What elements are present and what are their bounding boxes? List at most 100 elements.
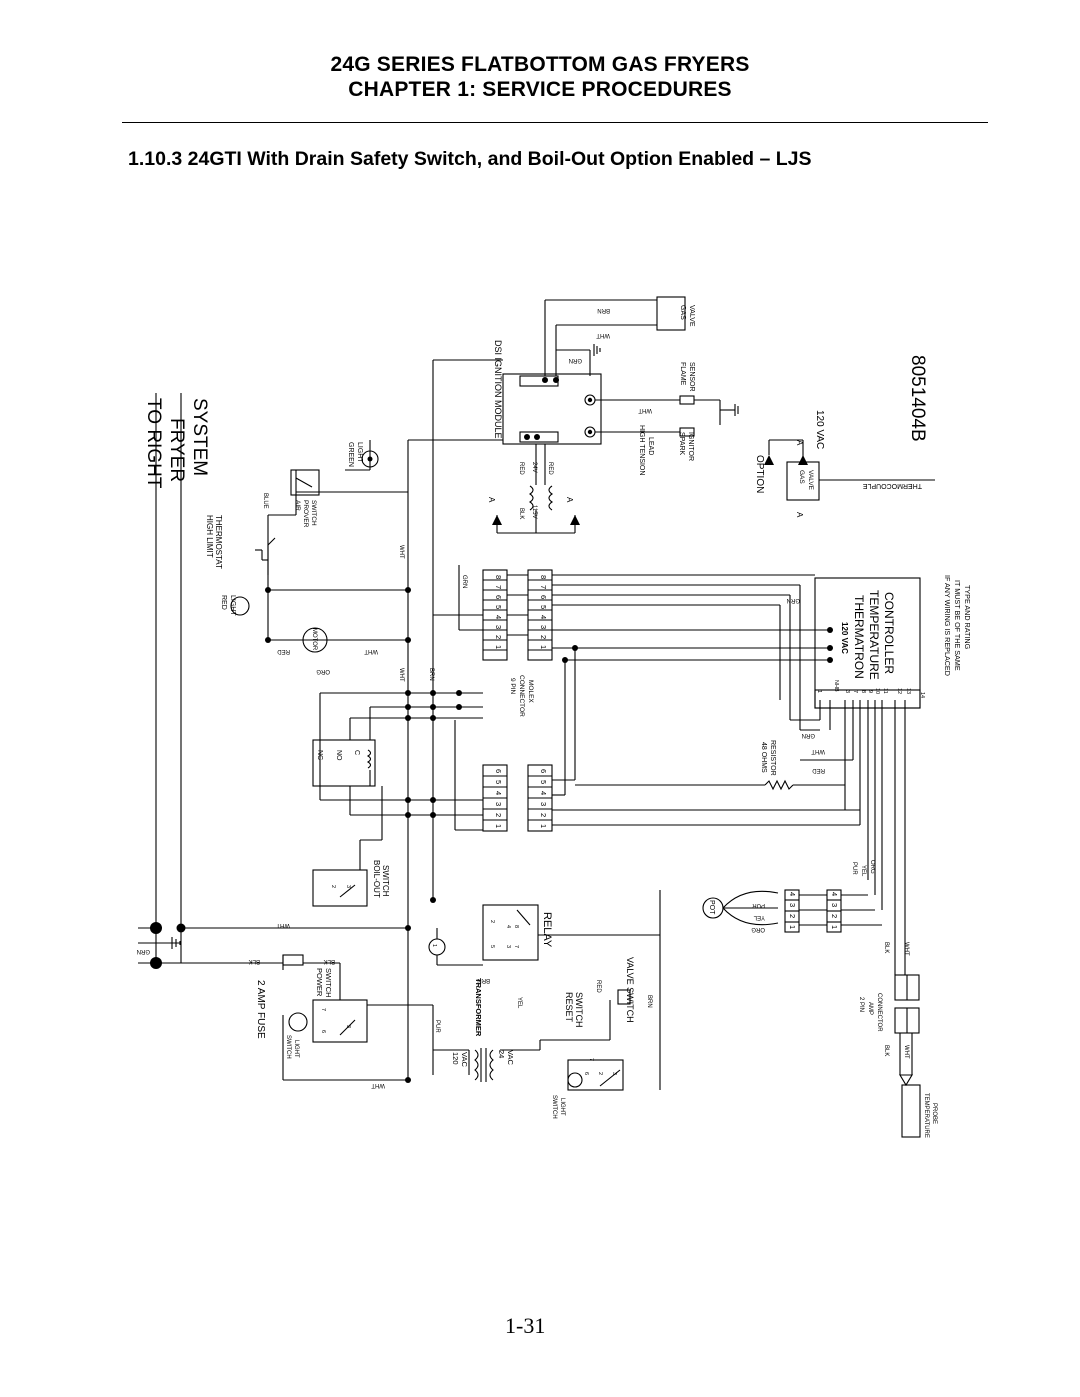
wire-wht-probe: WHT [903, 1045, 909, 1059]
pot-pin-a3: 3 [788, 903, 797, 907]
pin6-num-b3: 3 [539, 802, 548, 806]
wire-red-xfmr2: RED [547, 462, 553, 475]
fuse-body [282, 954, 304, 966]
dsi-module-label: DSI IGNITION MODULE [493, 340, 503, 439]
wire-red-motor: RED [277, 648, 290, 654]
ctrl-pin-13: 13 [905, 688, 911, 694]
section-title: 1.10.3 24GTI With Drain Safety Switch, a… [128, 148, 812, 170]
red-light-label-1: RED [220, 595, 227, 610]
motor-label: MOTOR [311, 628, 317, 651]
pin6-num-a1: 1 [494, 824, 503, 828]
controller-label-1: THERMATRON [852, 595, 866, 679]
red-light-label-2: LIGHT [229, 595, 236, 616]
high-limit-label-2: THERMOSTAT [214, 515, 223, 569]
hot-wiring [156, 359, 503, 1080]
resistor-48ohm [764, 779, 794, 791]
resistor-label-2: RESISTOR [769, 740, 776, 776]
spark-ignitor-label-2: IGNITOR [687, 432, 694, 461]
motor-circle [302, 627, 328, 653]
relay-box [482, 904, 539, 961]
wire-wht-top: WHT [276, 922, 290, 928]
wire-yel-ctrl: YEL [860, 865, 866, 877]
amp-label-2: AMP [867, 1002, 873, 1015]
amp-label-3: CONNECTOR [876, 993, 882, 1032]
relay-pin-8: 8 [513, 925, 519, 928]
fuse-label: 2 AMP FUSE [255, 980, 266, 1039]
pin6-num-b6: 6 [539, 769, 548, 773]
wire-pur-ctrl: PUR [851, 862, 857, 875]
wire-wht-fs: WHT [638, 407, 652, 413]
header-series: 24G SERIES FLATBOTTOM GAS FRYERS [330, 53, 750, 76]
high-limit-thermostat [255, 537, 276, 575]
warning-line2: IT MUST BE OF THE SAME [953, 580, 962, 671]
air-prover-switch-box [290, 469, 320, 496]
red-light-lamp [230, 596, 250, 616]
switch-nc: NC [316, 750, 323, 760]
wire-blk-ps: BLK [324, 958, 335, 964]
pin6-num-a3: 3 [494, 802, 503, 806]
xfmr-115v: 115V [531, 505, 537, 519]
rs-pin-7: 7 [588, 1058, 594, 1061]
wire-blk-fuse: BLK [249, 958, 260, 964]
air-prover-label-3: SWITCH [310, 500, 317, 526]
pin6-num-a2: 2 [494, 813, 503, 817]
pin-num-b8: 8 [539, 575, 548, 579]
transformer-label: TRANSFORMER [474, 978, 483, 1037]
boil-pin-2: 2 [330, 885, 336, 888]
pot-label: POT [708, 900, 715, 915]
wire-blue: BLUE [262, 493, 268, 509]
header-chapter: CHAPTER 1: SERVICE PROCEDURES [348, 78, 732, 101]
wire-brn-relay: BRN [477, 977, 490, 983]
ctrl-pin-3: 3 [844, 690, 850, 693]
wire-blk-probe: BLK [883, 1045, 889, 1056]
wire-wht-bottom: WHT [371, 1082, 385, 1088]
green-light-label-1: GREEN [347, 442, 354, 467]
ctrl-pin-11: 11 [882, 688, 888, 694]
wire-brn-gv: BRN [597, 307, 610, 313]
amp-label-1: 2 PIN [858, 997, 864, 1012]
valve-switch-body [617, 989, 631, 1005]
power-switch-box [312, 999, 368, 1043]
wire-wht-amp: WHT [903, 942, 909, 956]
drain-safety-switch-box [312, 739, 376, 787]
ps-pin-7: 7 [320, 1008, 326, 1011]
molex-label-3: MOLEX [527, 680, 534, 703]
relay-pin-4: 4 [505, 925, 511, 928]
thermocouple-label: THERMOCOUPLE [863, 482, 922, 489]
boil-out-label-2: SWITCH [381, 865, 390, 897]
pin-num-a1: 1 [494, 645, 503, 649]
probe-label-2: PROBE [931, 1103, 937, 1124]
xfmr-secondary-1: 24 [497, 1050, 506, 1058]
xfmr-primary-1: 120 [451, 1052, 460, 1065]
pin-num-a3: 3 [494, 625, 503, 629]
wire-wht-motor: WHT [364, 648, 378, 654]
pot-pin-b2: 2 [830, 914, 839, 918]
flame-sensor-label-2: SENSOR [688, 362, 695, 392]
wire-wht-main: WHT [398, 545, 404, 559]
pin-num-b1: 1 [539, 645, 548, 649]
controller-label-2: TEMPERATURE [867, 590, 881, 680]
gas-valve-label-1: GAS [679, 305, 686, 320]
pin-num-b4: 4 [539, 615, 548, 619]
wire-grn-ctrl: GRN [787, 597, 800, 603]
pin6-num-b4: 4 [539, 791, 548, 795]
dsi-module-box [502, 373, 602, 445]
controller-nhb: NHB [833, 680, 839, 692]
point-a-right: A [565, 497, 574, 503]
ctrl-pin-7: 7 [852, 690, 858, 693]
option-point-a-1: A [795, 440, 804, 446]
relay-pin-3: 3 [505, 945, 511, 948]
option-120vac: 120 VAC [814, 410, 825, 449]
gas-valve-box [656, 296, 686, 331]
pin6-num-a6: 6 [494, 769, 503, 773]
wire-red-xfmr1: RED [518, 462, 524, 475]
point-a-left: A [487, 497, 496, 503]
xfmr-24v: 24V [531, 462, 537, 473]
wire-pur-xfmr: PUR [434, 1020, 440, 1033]
valve-switch-label: VALVE SWITCH [625, 957, 635, 1023]
bus-wiring [433, 574, 860, 826]
pin6-num-b1: 1 [539, 824, 548, 828]
option-label: OPTION [754, 455, 765, 493]
high-limit-label-1: HIGH LIMIT [205, 515, 214, 558]
